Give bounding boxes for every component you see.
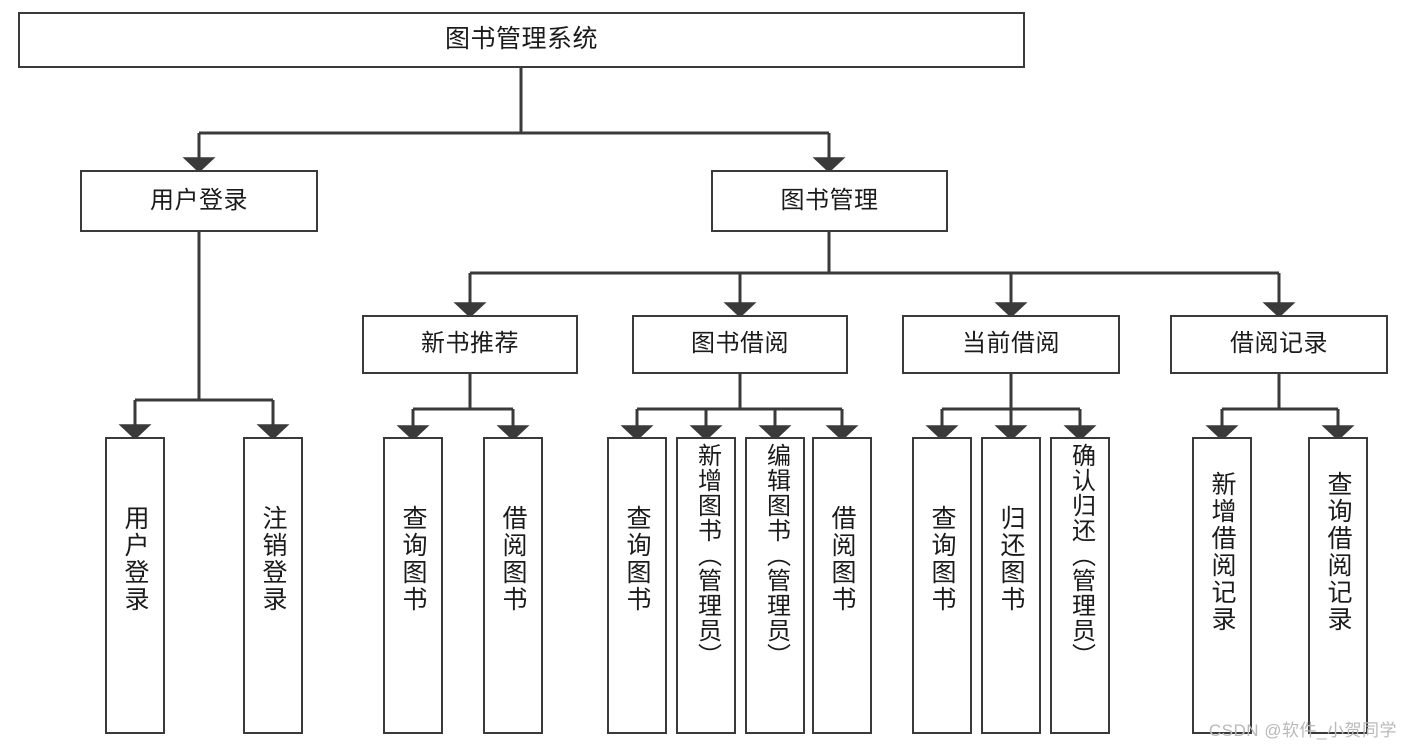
node-new-book-recommend[interactable]: 新书推荐 <box>362 315 578 374</box>
leaf-borrow-add-book-admin[interactable]: 新增图书（管理员） <box>676 437 736 734</box>
node-root-system[interactable]: 图书管理系统 <box>18 12 1025 68</box>
node-borrow-record[interactable]: 借阅记录 <box>1170 315 1388 374</box>
node-label: 新书推荐 <box>421 330 519 358</box>
node-label: 图书借阅 <box>691 330 789 358</box>
node-label: 查询图书 <box>928 505 956 613</box>
node-label: 借阅图书 <box>499 505 527 613</box>
leaf-current-return-book[interactable]: 归还图书 <box>981 437 1041 734</box>
node-label: 图书管理 <box>780 186 879 214</box>
leaf-current-confirm-return-admin[interactable]: 确认归还（管理员） <box>1050 437 1110 734</box>
node-label: 借阅图书 <box>828 505 856 613</box>
leaf-new-book-query[interactable]: 查询图书 <box>383 437 443 734</box>
node-label: 新增图书（管理员） <box>693 443 721 668</box>
node-current-borrow[interactable]: 当前借阅 <box>902 315 1120 374</box>
node-label: 查询图书 <box>399 505 427 613</box>
leaf-current-query-book[interactable]: 查询图书 <box>912 437 972 734</box>
leaf-user-login-login[interactable]: 用户登录 <box>105 437 165 734</box>
leaf-borrow-borrow-book[interactable]: 借阅图书 <box>812 437 872 734</box>
leaf-new-book-borrow[interactable]: 借阅图书 <box>483 437 543 734</box>
node-user-login[interactable]: 用户登录 <box>80 170 318 232</box>
leaf-user-login-logout[interactable]: 注销登录 <box>243 437 303 734</box>
leaf-borrow-edit-book-admin[interactable]: 编辑图书（管理员） <box>745 437 805 734</box>
leaf-record-add-record[interactable]: 新增借阅记录 <box>1192 437 1252 734</box>
node-book-borrow[interactable]: 图书借阅 <box>632 315 848 374</box>
node-label: 查询借阅记录 <box>1324 471 1352 633</box>
leaf-record-query-record[interactable]: 查询借阅记录 <box>1308 437 1368 734</box>
node-label: 编辑图书（管理员） <box>762 443 790 668</box>
node-label: 用户登录 <box>150 186 248 214</box>
node-label: 归还图书 <box>997 505 1025 613</box>
node-label: 用户登录 <box>121 505 149 613</box>
node-label: 借阅记录 <box>1230 330 1328 358</box>
node-label: 注销登录 <box>259 505 287 613</box>
node-label: 新增借阅记录 <box>1208 471 1236 633</box>
node-book-management[interactable]: 图书管理 <box>711 170 948 232</box>
leaf-borrow-query-book[interactable]: 查询图书 <box>607 437 667 734</box>
node-label: 当前借阅 <box>962 330 1060 358</box>
node-label: 确认归还（管理员） <box>1067 443 1095 668</box>
node-label: 图书管理系统 <box>444 25 598 54</box>
node-label: 查询图书 <box>623 505 651 613</box>
